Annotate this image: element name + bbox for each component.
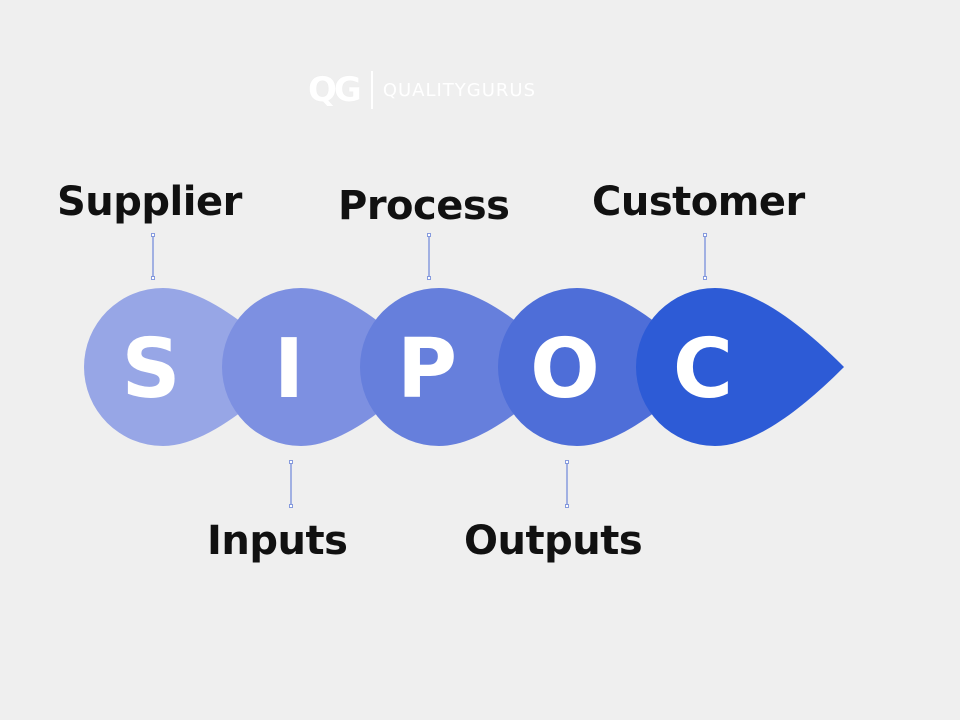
label-supplier: Supplier [57, 179, 242, 225]
connector-end-process-1 [427, 276, 431, 280]
label-inputs: Inputs [207, 518, 348, 564]
connector-end-outputs-0 [565, 460, 569, 464]
connector-end-customer-1 [703, 276, 707, 280]
connectors [151, 233, 707, 508]
brand-logo: QG QUALITYGURUS [308, 68, 536, 112]
shape-customer [636, 288, 844, 446]
connector-end-outputs-1 [565, 504, 569, 508]
letter-s: S [121, 322, 180, 417]
letter-p: P [397, 322, 457, 417]
connector-end-customer-0 [703, 233, 707, 237]
connector-end-supplier-0 [151, 233, 155, 237]
connector-end-process-0 [427, 233, 431, 237]
letter-c: C [673, 322, 733, 417]
brand-name: QUALITYGURUS [382, 79, 537, 101]
brand-mark: QG [308, 70, 362, 110]
connector-end-inputs-1 [289, 504, 293, 508]
label-customer: Customer [592, 179, 805, 225]
connector-end-inputs-0 [289, 460, 293, 464]
letter-o: O [530, 322, 600, 417]
label-outputs: Outputs [464, 518, 643, 564]
brand-divider [370, 71, 373, 109]
letter-i: I [274, 322, 305, 417]
connector-end-supplier-1 [151, 276, 155, 280]
label-process: Process [338, 183, 510, 229]
